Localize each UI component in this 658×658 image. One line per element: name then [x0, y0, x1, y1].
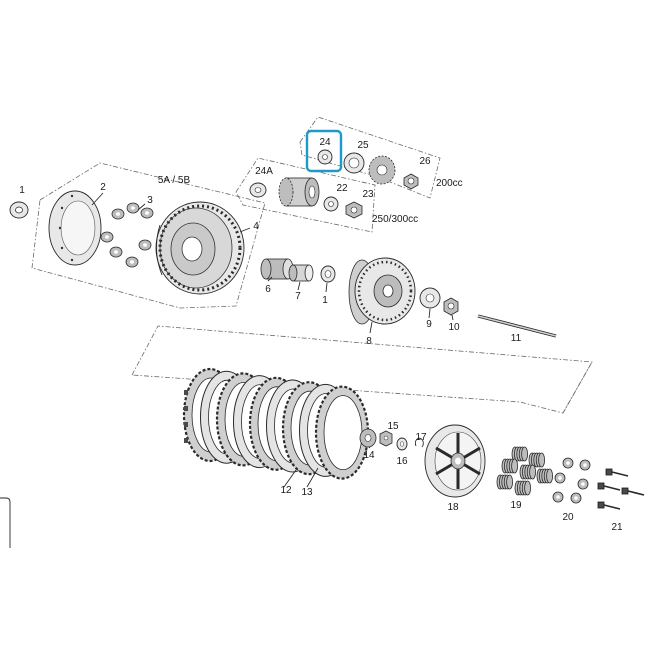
label-14: 14 — [363, 450, 375, 461]
side-panel-edge — [0, 497, 11, 548]
plate-tab — [184, 390, 188, 395]
label-13: 13 — [301, 487, 313, 498]
label-25: 25 — [357, 140, 369, 151]
part-primary-gear — [278, 177, 320, 207]
part-9-lock-washer — [419, 287, 441, 309]
part-gear-200cc — [368, 155, 396, 185]
part-24-washer — [317, 149, 333, 165]
part-14-bearing — [359, 428, 377, 448]
label-22: 22 — [336, 183, 348, 194]
label-16: 16 — [396, 456, 408, 467]
part-22-washer — [323, 196, 339, 212]
part-23-nut — [345, 201, 363, 219]
label-24a: 24A — [255, 166, 273, 177]
label-26: 26 — [419, 156, 431, 167]
frame-250-300cc — [235, 157, 376, 233]
clutch-spring — [511, 446, 528, 462]
part-1-washer-right — [320, 265, 336, 283]
part-17-circlip — [414, 437, 424, 448]
part-labels: 1 2 3 4 5A / 5B 6 7 1 8 9 10 11 24 25 26… — [19, 137, 623, 533]
part-16-washer — [396, 437, 408, 451]
part-15-pusher — [379, 430, 393, 447]
label-19: 19 — [510, 500, 522, 511]
part-1-washer — [9, 201, 29, 219]
label-5a-5b: 5A / 5B — [158, 175, 191, 186]
label-20: 20 — [562, 512, 574, 523]
label-18: 18 — [447, 502, 459, 513]
label-6: 6 — [265, 284, 271, 295]
label-8: 8 — [366, 336, 372, 347]
leader-lines — [91, 192, 454, 488]
part-12-13-clutch-plates — [182, 367, 370, 480]
part-4-clutch-basket — [155, 201, 245, 295]
frame-edge — [562, 361, 593, 414]
label-4: 4 — [253, 221, 259, 232]
label-10: 10 — [448, 322, 460, 333]
part-18-pressure-plate — [424, 424, 486, 498]
clutch-spring — [536, 468, 553, 484]
label-15: 15 — [387, 421, 399, 432]
friction-plate — [314, 385, 370, 480]
clutch-spring — [501, 458, 518, 474]
label-9: 9 — [426, 319, 432, 330]
plate-tab — [184, 406, 188, 411]
part-3-dampers — [100, 202, 154, 268]
frame-200cc — [299, 116, 441, 199]
label-200cc: 200cc — [436, 178, 463, 189]
clutch-spring — [519, 464, 536, 480]
frame-clutch-plates — [131, 325, 593, 414]
part-25-bearing — [343, 152, 365, 174]
label-12: 12 — [280, 485, 292, 496]
clutch-spring — [496, 474, 514, 490]
label-250-300cc: 250/300cc — [372, 214, 418, 225]
part-20-spring-cups — [552, 457, 591, 504]
label-3: 3 — [147, 195, 153, 206]
part-7-sleeve — [288, 264, 314, 282]
label-7: 7 — [295, 291, 301, 302]
frame-clutch-basket — [31, 162, 266, 309]
part-26-nut — [403, 173, 419, 190]
highlight-part-24 — [305, 129, 343, 173]
part-6-needle-bearing — [260, 258, 294, 280]
part-11-push-rod — [477, 314, 557, 338]
part-2-disc — [48, 190, 102, 266]
clutch-spring — [514, 480, 531, 496]
plate-tab — [184, 438, 188, 443]
label-2: 2 — [100, 182, 106, 193]
label-23: 23 — [362, 189, 374, 200]
label-17: 17 — [415, 432, 427, 443]
plate-tab — [184, 422, 188, 427]
label-24: 24 — [319, 137, 331, 148]
label-21: 21 — [611, 522, 623, 533]
clutch-spring — [528, 452, 545, 468]
label-11: 11 — [511, 333, 522, 344]
part-24a-washer — [249, 182, 267, 198]
part-19-springs — [496, 446, 553, 496]
label-1-right: 1 — [322, 295, 328, 306]
label-1-left: 1 — [19, 185, 25, 196]
part-10-nut — [443, 297, 459, 316]
part-21-bolts — [597, 468, 645, 510]
part-8-clutch-hub — [348, 257, 416, 325]
